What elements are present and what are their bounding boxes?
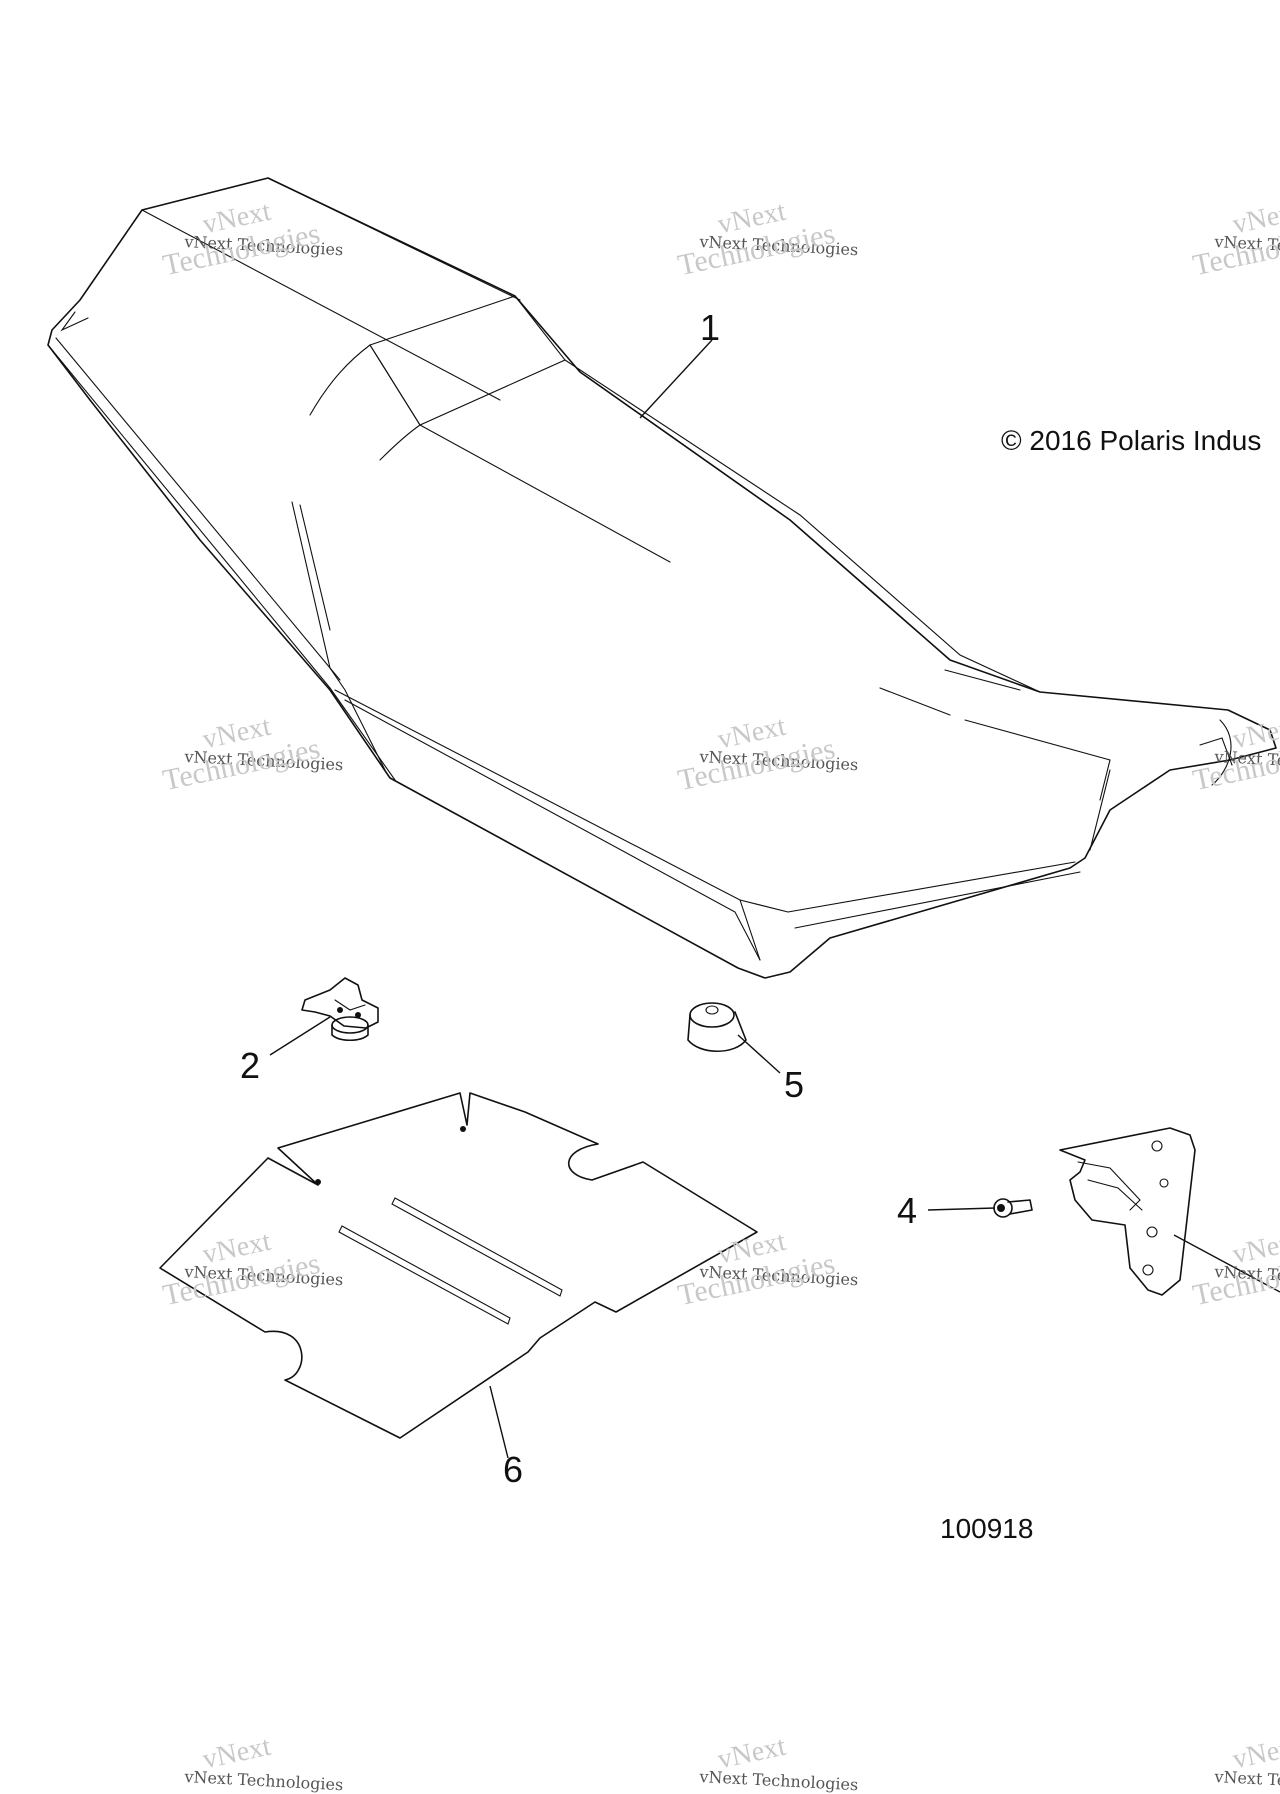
seat-part xyxy=(47,177,1277,979)
callout-4: 4 xyxy=(897,1190,918,1231)
seat-pad-part xyxy=(159,1092,758,1439)
callout-5: 5 xyxy=(784,1064,805,1105)
bracket-part xyxy=(1059,1127,1196,1296)
screw-part xyxy=(993,1198,1033,1218)
bumper-part xyxy=(687,1002,747,1052)
fastener-part xyxy=(301,977,379,1042)
diagram-id: 100918 xyxy=(940,1513,1034,1544)
callout-2: 2 xyxy=(240,1045,261,1086)
leader-lines xyxy=(269,339,1280,1459)
callout-6: 6 xyxy=(503,1449,524,1490)
copyright-notice: © 2016 Polaris Indus xyxy=(1001,425,1262,456)
callout-1: 1 xyxy=(700,307,721,348)
